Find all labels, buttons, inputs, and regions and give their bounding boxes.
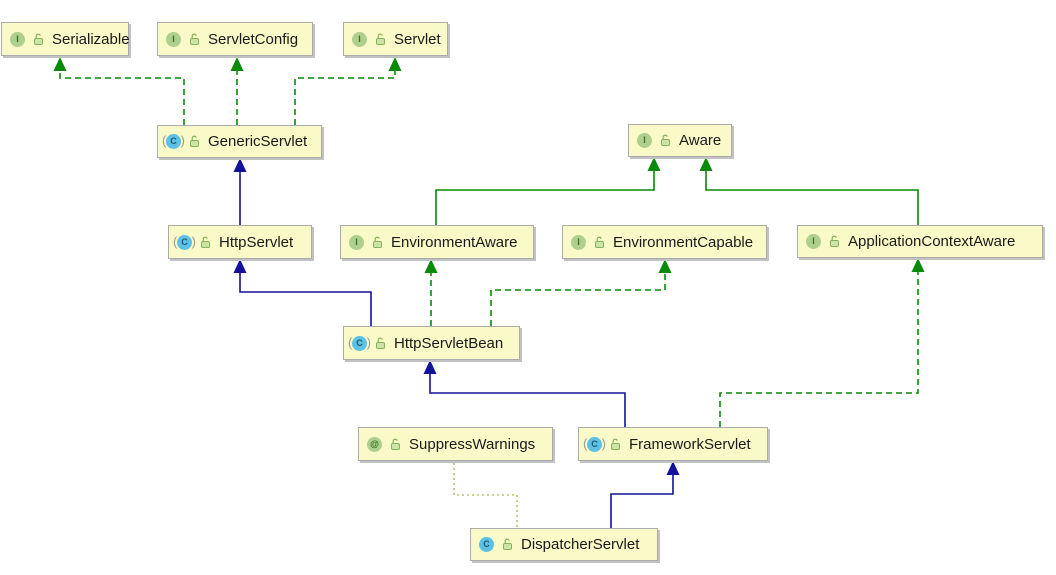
node-label: Servlet bbox=[394, 30, 441, 48]
unlocked-lock-icon bbox=[611, 438, 620, 450]
abstract-class-icon: C() bbox=[173, 233, 196, 250]
edge-genericservlet-servlet-implements bbox=[294, 70, 396, 125]
unlocked-lock-icon bbox=[595, 236, 604, 248]
arrowhead-genericservlet-serializable bbox=[53, 57, 67, 71]
node-environmentcapable[interactable]: I EnvironmentCapable bbox=[562, 225, 767, 259]
arrowhead-frameworkservlet-applicationcontextaware bbox=[911, 258, 925, 272]
edge-httpservletbean-httpservlet-extends bbox=[239, 272, 372, 326]
interface-icon: I bbox=[166, 31, 181, 47]
abstract-paren: ( bbox=[583, 435, 588, 451]
node-genericservlet[interactable]: C() GenericServlet bbox=[157, 125, 322, 158]
node-suppresswarnings[interactable]: @ SuppressWarnings bbox=[358, 427, 553, 461]
abstract-class-icon: C() bbox=[348, 334, 371, 351]
node-label: EnvironmentCapable bbox=[613, 233, 754, 251]
node-servlet[interactable]: I Servlet bbox=[343, 22, 448, 56]
node-dispatcherservlet[interactable]: C DispatcherServlet bbox=[470, 528, 658, 561]
unlocked-lock-icon bbox=[190, 33, 199, 45]
abstract-paren: ( bbox=[173, 233, 178, 249]
edge-environmentaware-aware-extends-interface bbox=[435, 170, 655, 225]
node-label: HttpServlet bbox=[219, 233, 294, 251]
abstract-class-icon: C() bbox=[162, 133, 185, 149]
node-label: FrameworkServlet bbox=[629, 435, 751, 453]
unlocked-lock-icon bbox=[830, 235, 839, 247]
abstract-paren: ) bbox=[366, 334, 371, 350]
interface-icon: I bbox=[571, 234, 586, 250]
node-serializable[interactable]: I Serializable bbox=[1, 22, 130, 56]
arrowhead-genericservlet-servletconfig bbox=[230, 57, 244, 71]
arrowhead-applicationcontextaware-aware bbox=[699, 157, 713, 171]
annotation-icon: @ bbox=[367, 436, 382, 452]
node-label: Aware bbox=[679, 132, 722, 149]
arrowhead-httpservletbean-environmentcapable bbox=[658, 259, 672, 273]
node-httpservletbean[interactable]: C() HttpServletBean bbox=[343, 326, 520, 360]
node-aware[interactable]: I Aware bbox=[628, 124, 732, 157]
unlocked-lock-icon bbox=[503, 538, 512, 550]
node-frameworkservlet[interactable]: C() FrameworkServlet bbox=[578, 427, 768, 461]
node-label: EnvironmentAware bbox=[391, 233, 518, 251]
arrowhead-environmentaware-aware bbox=[647, 157, 661, 171]
arrowhead-httpservletbean-environmentaware bbox=[424, 259, 438, 273]
abstract-paren: ( bbox=[348, 334, 353, 350]
unlocked-lock-icon bbox=[190, 135, 199, 147]
edge-dispatcherservlet-frameworkservlet-extends bbox=[610, 474, 674, 528]
unlocked-lock-icon bbox=[661, 134, 670, 146]
unlocked-lock-icon bbox=[373, 236, 382, 248]
arrowhead-httpservletbean-httpservlet bbox=[233, 259, 247, 273]
interface-icon: I bbox=[806, 234, 821, 249]
node-applicationcontextaware[interactable]: I ApplicationContextAware bbox=[797, 225, 1043, 258]
node-label: ServletConfig bbox=[208, 30, 299, 48]
unlocked-lock-icon bbox=[376, 33, 385, 45]
interface-icon: I bbox=[10, 31, 25, 47]
arrowhead-httpservlet-genericservlet bbox=[233, 158, 247, 172]
abstract-paren: ) bbox=[601, 435, 606, 451]
edge-frameworkservlet-httpservletbean-extends bbox=[429, 373, 626, 427]
abstract-paren: ( bbox=[162, 133, 167, 148]
unlocked-lock-icon bbox=[391, 438, 400, 450]
abstract-class-icon: C() bbox=[583, 435, 606, 452]
abstract-paren: ) bbox=[180, 133, 185, 148]
node-label: HttpServletBean bbox=[394, 334, 504, 352]
unlocked-lock-icon bbox=[201, 236, 210, 248]
unlocked-lock-icon bbox=[34, 33, 43, 45]
node-label: SuppressWarnings bbox=[409, 435, 536, 453]
edge-applicationcontextaware-aware-extends-interface bbox=[705, 170, 919, 225]
edge-httpservletbean-environmentcapable-implements bbox=[490, 272, 666, 326]
interface-icon: I bbox=[637, 133, 652, 148]
edge-genericservlet-serializable-implements bbox=[59, 70, 185, 125]
node-label: GenericServlet bbox=[208, 133, 308, 150]
node-label: DispatcherServlet bbox=[521, 536, 640, 553]
class-icon: C bbox=[479, 537, 494, 552]
arrowhead-dispatcherservlet-frameworkservlet bbox=[666, 461, 680, 475]
node-label: ApplicationContextAware bbox=[848, 233, 1016, 250]
edge-frameworkservlet-applicationcontextaware-implements bbox=[719, 271, 919, 427]
arrowhead-frameworkservlet-httpservletbean bbox=[423, 360, 437, 374]
unlocked-lock-icon bbox=[376, 337, 385, 349]
abstract-paren: ) bbox=[191, 233, 196, 249]
node-servletconfig[interactable]: I ServletConfig bbox=[157, 22, 313, 56]
node-label: Serializable bbox=[52, 30, 130, 48]
interface-icon: I bbox=[349, 234, 364, 250]
node-httpservlet[interactable]: C() HttpServlet bbox=[168, 225, 312, 259]
edge-dispatcherservlet-suppresswarnings-annotation bbox=[453, 463, 518, 527]
interface-icon: I bbox=[352, 31, 367, 47]
node-environmentaware[interactable]: I EnvironmentAware bbox=[340, 225, 534, 259]
arrowhead-genericservlet-servlet bbox=[388, 57, 402, 71]
